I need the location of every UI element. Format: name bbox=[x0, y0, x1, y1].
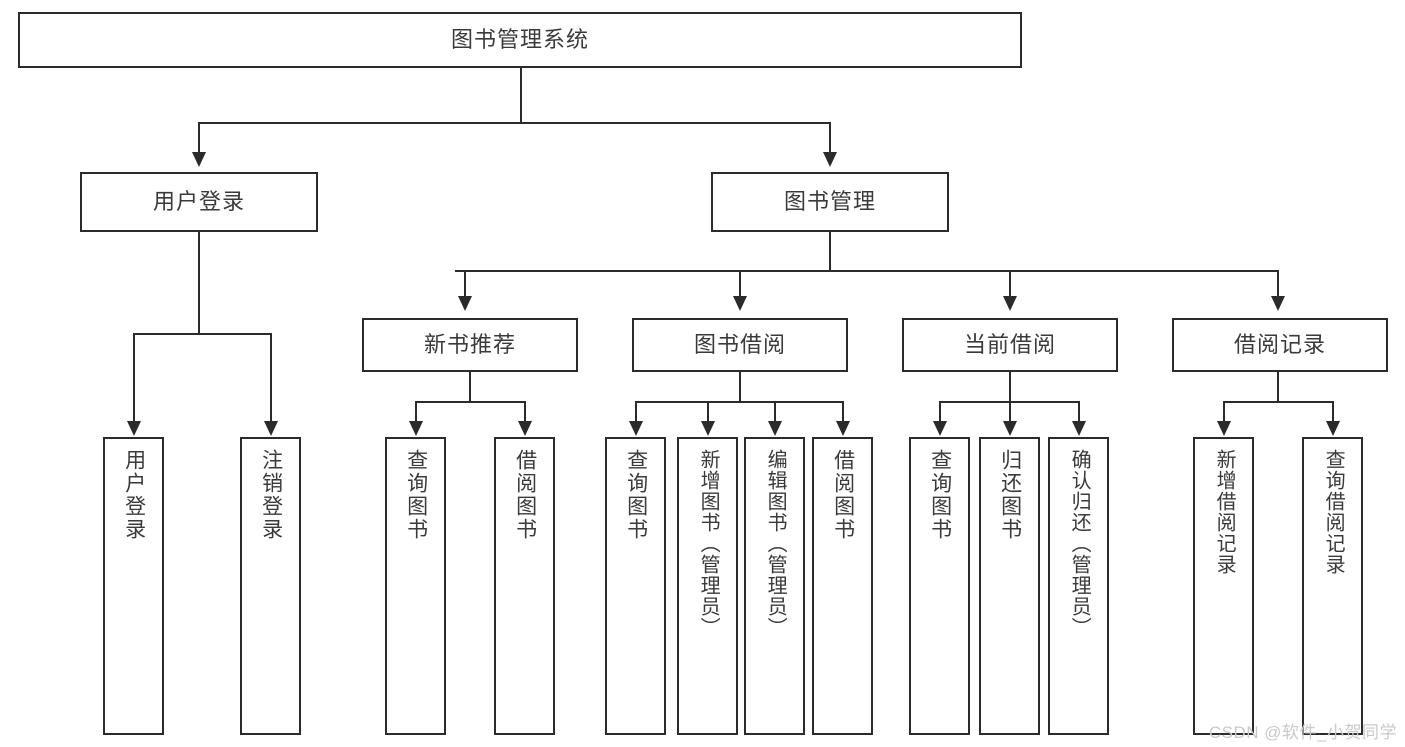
node-label: 查询图书 bbox=[928, 449, 952, 541]
node-label: 用户登录 bbox=[122, 449, 146, 541]
edge-cb-to-leaf-3 bbox=[1078, 401, 1080, 422]
node-book-borrow[interactable]: 图书借阅 bbox=[632, 318, 848, 372]
edge-nb-to-leaf-2 bbox=[524, 401, 526, 422]
edge-new-book-bar bbox=[416, 401, 526, 403]
node-leaf-add-record[interactable]: 新增借阅记录 bbox=[1193, 437, 1254, 735]
arrow-root-to-user-login bbox=[192, 152, 206, 167]
node-leaf-query-record[interactable]: 查询借阅记录 bbox=[1302, 437, 1363, 735]
node-book-management[interactable]: 图书管理 bbox=[711, 172, 949, 232]
node-label: 用户登录 bbox=[152, 188, 245, 214]
edge-current-borrow-stem bbox=[1009, 372, 1011, 402]
node-borrow-record[interactable]: 借阅记录 bbox=[1172, 318, 1388, 372]
arrow-user-login-to-leaf-2 bbox=[264, 421, 278, 436]
edge-bb-to-leaf-2 bbox=[707, 401, 709, 422]
arrow-bb-to-leaf-2 bbox=[701, 421, 715, 436]
arrow-bm-to-current-borrow bbox=[1003, 296, 1017, 311]
node-label: 编辑图书（管理员） bbox=[764, 449, 787, 638]
edge-root-to-user-login bbox=[198, 122, 200, 152]
node-label: 查询图书 bbox=[404, 449, 428, 541]
edge-bb-to-leaf-1 bbox=[635, 401, 637, 422]
arrow-root-to-book-management bbox=[823, 152, 837, 167]
node-current-borrow[interactable]: 当前借阅 bbox=[902, 318, 1118, 372]
arrow-bm-to-new-book bbox=[458, 296, 472, 311]
node-label: 注销登录 bbox=[259, 449, 283, 541]
arrow-user-login-to-leaf-1 bbox=[127, 421, 141, 436]
edge-user-login-to-leaf-2 bbox=[270, 333, 272, 422]
node-label: 新增借阅记录 bbox=[1213, 449, 1236, 575]
edge-br-to-leaf-1 bbox=[1223, 401, 1225, 422]
arrow-bb-to-leaf-3 bbox=[768, 421, 782, 436]
node-label: 图书管理系统 bbox=[450, 26, 589, 52]
edge-bb-to-leaf-3 bbox=[774, 401, 776, 422]
arrow-cb-to-leaf-2 bbox=[1003, 421, 1017, 436]
node-leaf-logout-login[interactable]: 注销登录 bbox=[240, 437, 301, 735]
edge-cb-to-leaf-2 bbox=[1009, 401, 1011, 422]
edge-borrow-record-bar bbox=[1224, 401, 1334, 403]
node-leaf-borrow-book-1[interactable]: 借阅图书 bbox=[494, 437, 555, 735]
node-leaf-user-login[interactable]: 用户登录 bbox=[103, 437, 164, 735]
node-label: 新增图书（管理员） bbox=[697, 449, 720, 638]
edge-nb-to-leaf-1 bbox=[415, 401, 417, 422]
arrow-nb-to-leaf-2 bbox=[518, 421, 532, 436]
edge-user-login-to-leaf-1 bbox=[133, 333, 135, 422]
node-label: 归还图书 bbox=[998, 449, 1022, 541]
edge-bm-to-borrow-record bbox=[1277, 270, 1279, 297]
arrow-nb-to-leaf-1 bbox=[409, 421, 423, 436]
edge-root-bar bbox=[199, 122, 831, 124]
edge-book-management-stem bbox=[829, 232, 831, 271]
node-label: 查询图书 bbox=[624, 449, 648, 541]
node-label: 借阅图书 bbox=[513, 449, 537, 541]
node-leaf-query-book-1[interactable]: 查询图书 bbox=[385, 437, 446, 735]
node-label: 当前借阅 bbox=[963, 331, 1056, 357]
node-new-book-recommend[interactable]: 新书推荐 bbox=[362, 318, 578, 372]
arrow-bb-to-leaf-4 bbox=[836, 421, 850, 436]
edge-bm-to-current-borrow bbox=[1009, 270, 1011, 297]
node-label: 查询借阅记录 bbox=[1322, 449, 1345, 575]
edge-bm-to-new-book bbox=[464, 270, 466, 297]
arrow-br-to-leaf-1 bbox=[1217, 421, 1231, 436]
edge-br-to-leaf-2 bbox=[1332, 401, 1334, 422]
edge-bb-to-leaf-4 bbox=[842, 401, 844, 422]
node-leaf-add-book[interactable]: 新增图书（管理员） bbox=[677, 437, 738, 735]
arrow-bm-to-borrow-record bbox=[1271, 296, 1285, 311]
edge-user-login-stem bbox=[198, 232, 200, 334]
node-label: 图书管理 bbox=[783, 188, 876, 214]
node-leaf-query-book-3[interactable]: 查询图书 bbox=[909, 437, 970, 735]
node-leaf-return-book[interactable]: 归还图书 bbox=[979, 437, 1040, 735]
arrow-br-to-leaf-2 bbox=[1326, 421, 1340, 436]
node-label: 图书借阅 bbox=[693, 331, 786, 357]
edge-cb-to-leaf-1 bbox=[939, 401, 941, 422]
edge-borrow-record-stem bbox=[1277, 372, 1279, 402]
node-label: 借阅图书 bbox=[831, 449, 855, 541]
edge-user-login-bar bbox=[134, 333, 272, 335]
node-label: 新书推荐 bbox=[423, 331, 516, 357]
arrow-bm-to-book-borrow bbox=[733, 296, 747, 311]
edge-book-borrow-bar bbox=[636, 401, 843, 403]
arrow-cb-to-leaf-3 bbox=[1072, 421, 1086, 436]
edge-bm-to-book-borrow bbox=[739, 270, 741, 297]
node-user-login[interactable]: 用户登录 bbox=[80, 172, 318, 232]
node-label: 确认归还（管理员） bbox=[1068, 449, 1091, 638]
node-leaf-query-book-2[interactable]: 查询图书 bbox=[605, 437, 666, 735]
arrow-bb-to-leaf-1 bbox=[629, 421, 643, 436]
node-leaf-confirm-return[interactable]: 确认归还（管理员） bbox=[1048, 437, 1109, 735]
node-leaf-borrow-book-2[interactable]: 借阅图书 bbox=[812, 437, 873, 735]
edge-book-borrow-stem bbox=[739, 372, 741, 402]
edge-book-management-bar bbox=[455, 270, 1279, 272]
arrow-cb-to-leaf-1 bbox=[933, 421, 947, 436]
node-label: 借阅记录 bbox=[1233, 331, 1326, 357]
node-leaf-edit-book[interactable]: 编辑图书（管理员） bbox=[744, 437, 805, 735]
edge-root-stem bbox=[520, 68, 522, 123]
edge-root-to-book-management bbox=[829, 122, 831, 152]
node-root-book-management-system[interactable]: 图书管理系统 bbox=[18, 12, 1022, 68]
edge-new-book-stem bbox=[469, 372, 471, 402]
